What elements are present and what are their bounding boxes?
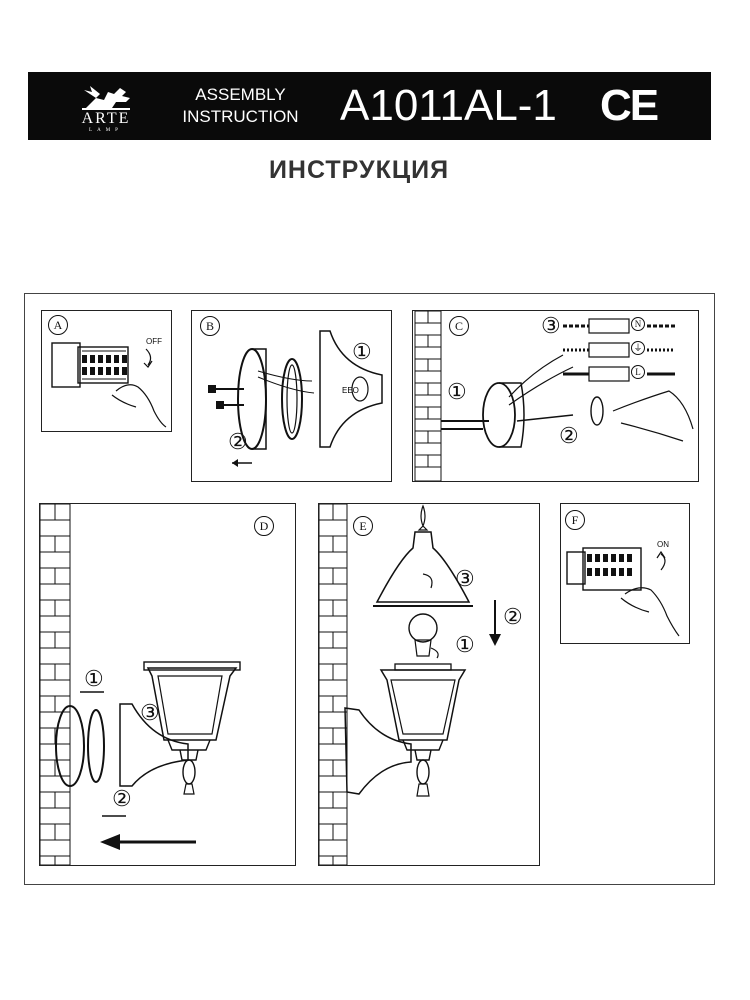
- panel-e: E ③ ② ①: [318, 503, 540, 866]
- bracket-mounting-illustration: EEO: [208, 330, 383, 467]
- instruction-frame: [24, 293, 715, 885]
- ce-mark: CE: [600, 81, 659, 130]
- brick-wall: [319, 504, 348, 865]
- step-1-marker: ①: [447, 379, 467, 404]
- breaker-on-illustration: [566, 547, 680, 637]
- step-2-marker: ②: [112, 786, 132, 811]
- panel-b-letter: B: [200, 316, 220, 336]
- switch-off-label: OFF: [146, 337, 162, 346]
- panel-f: F ON: [560, 503, 690, 644]
- brick-wall: [40, 504, 71, 865]
- terminal-ground-label: ⏚: [631, 341, 645, 355]
- step-3-marker: ③: [140, 700, 160, 725]
- arte-lamp-logo: ARTE LAMP: [56, 80, 156, 133]
- model-number: A1011AL-1: [340, 81, 557, 130]
- panel-a-letter: A: [48, 315, 68, 335]
- assembly-instruction-label: ASSEMBLY INSTRUCTION: [178, 84, 303, 128]
- page-title: ИНСТРУКЦИЯ: [268, 156, 450, 184]
- assembly-line-2: INSTRUCTION: [182, 107, 299, 126]
- panel-d-letter: D: [254, 516, 274, 536]
- logo-subtext: LAMP: [89, 128, 123, 133]
- terminal-l-label: L: [631, 365, 645, 379]
- step-1-marker: ①: [352, 339, 372, 364]
- assembly-line-1: ASSEMBLY: [195, 85, 286, 104]
- panel-c-letter: C: [449, 316, 469, 336]
- terminal-block: [563, 318, 675, 382]
- panel-c: C ③ ① ② N ⏚ L: [412, 310, 699, 482]
- svg-text:EEO: EEO: [342, 386, 359, 395]
- brick-wall: [414, 311, 442, 481]
- lamp-attach-illustration: [40, 504, 241, 865]
- step-3-marker: ③: [541, 313, 561, 338]
- panel-e-letter: E: [353, 516, 373, 536]
- wiring-illustration: [414, 311, 694, 481]
- panel-d: D ① ③ ②: [39, 503, 296, 866]
- terminal-n-label: N: [631, 317, 645, 331]
- switch-on-label: ON: [657, 540, 669, 549]
- logo-wordmark: ARTE: [81, 110, 131, 127]
- breaker-off-illustration: [51, 342, 167, 428]
- panel-b: B ① ② EEO: [191, 310, 392, 482]
- bulb-and-cap-illustration: [319, 504, 501, 865]
- panel-a: A OFF: [41, 310, 172, 432]
- panel-f-letter: F: [565, 510, 585, 530]
- step-1-marker: ①: [84, 666, 104, 691]
- griffin-icon: [82, 86, 130, 110]
- step-2-marker: ②: [559, 423, 579, 448]
- step-2-marker: ②: [503, 604, 523, 629]
- step-1-marker: ①: [455, 632, 475, 657]
- header-bar: ARTE LAMP ASSEMBLY INSTRUCTION A1011AL-1…: [28, 72, 711, 140]
